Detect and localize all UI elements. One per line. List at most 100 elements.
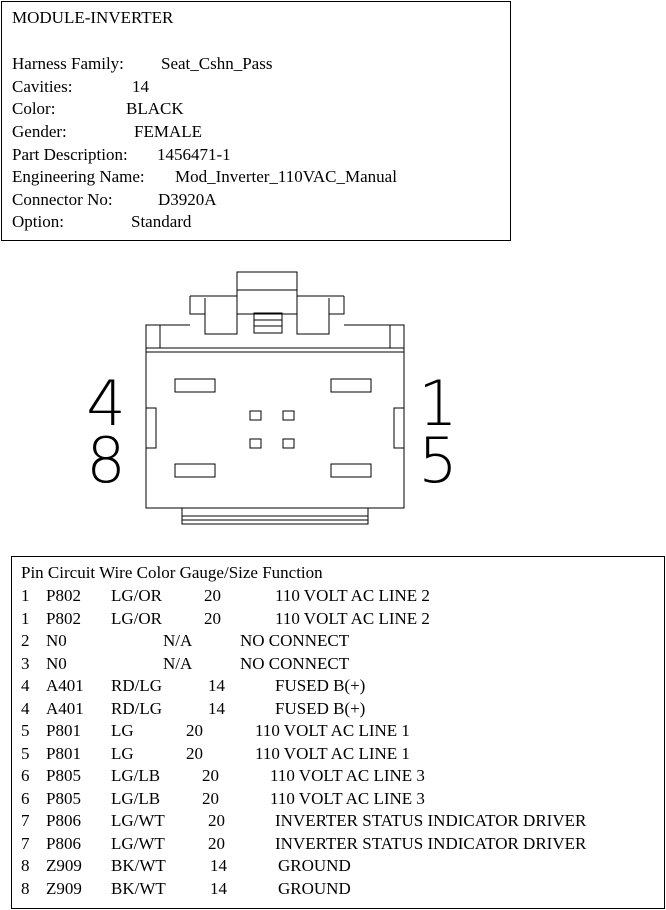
function-cell: FUSED B(+) [275,676,366,695]
info-row-harness-family: Harness Family: Seat_Cshn_Pass [12,54,272,74]
pin-cell: 8 [21,856,30,875]
wire-color-cell: LG [111,743,134,763]
connector-title: MODULE-INVERTER [12,8,174,27]
info-label: Option: [12,212,64,231]
wire-color-cell: LG/WT [111,833,165,853]
gauge-cell: 14 [208,676,225,695]
gauge-cell: 20 [208,833,225,853]
table-row: 1 P802 LG/OR 20 110 VOLT AC LINE 2 [12,586,664,608]
wire-color-cell: LG/WT [111,811,165,830]
info-value: 1456471-1 [157,145,231,164]
gauge-cell: 14 [208,698,225,718]
circuit-cell: P802 [46,586,81,605]
function-cell: INVERTER STATUS INDICATOR DRIVER [275,811,587,830]
circuit-cell: P802 [46,608,81,628]
gauge-cell: 20 [204,586,221,605]
function-cell: INVERTER STATUS INDICATOR DRIVER [275,833,587,853]
table-row: 4 A401 RD/LG 14 FUSED B(+) [12,699,664,721]
wire-color-cell: LG/OR [111,608,162,628]
info-value: BLACK [126,99,184,118]
circuit-cell: Z909 [46,878,82,898]
gauge-cell: 20 [208,811,225,830]
wire-color-cell: RD/LG [111,676,162,695]
circuit-cell: A401 [46,676,84,695]
circuit-cell: P805 [46,788,81,808]
pin-cell: 7 [21,833,30,853]
info-row-color: Color: BLACK [12,99,184,119]
info-row-cavities: Cavities: 14 [12,77,149,97]
info-row-gender: Gender: FEMALE [12,122,202,142]
info-row-connector-no: Connector No: D3920A [12,190,217,210]
wire-color-cell: LG [111,721,134,740]
info-value: Mod_Inverter_110VAC_Manual [175,167,397,186]
circuit-cell: N0 [46,631,67,650]
circuit-cell: A401 [46,698,84,718]
pin-cell: 6 [21,788,30,808]
function-cell: FUSED B(+) [275,698,366,718]
info-label: Color: [12,99,56,118]
info-label: Gender: [12,122,67,141]
pin-label-8: 8 [86,424,125,497]
table-row: 5 P801 LG 20 110 VOLT AC LINE 1 [12,744,664,766]
gauge-cell: 20 [202,788,219,808]
function-cell: 110 VOLT AC LINE 2 [275,608,430,628]
info-value: D3920A [158,190,217,209]
wire-color-cell: BK/WT [111,856,166,875]
function-cell: 110 VOLT AC LINE 3 [270,766,425,785]
pin-cell: 1 [21,608,30,628]
function-cell: NO CONNECT [240,653,350,673]
gauge-cell: 20 [204,608,221,628]
wire-color-cell: LG/LB [111,788,161,808]
info-row-option: Option: Standard [12,212,191,232]
wire-color-cell: RD/LG [111,698,162,718]
table-row: 7 P806 LG/WT 20 INVERTER STATUS INDICATOR DR… [12,834,664,856]
function-cell: GROUND [278,856,351,875]
table-row: 6 P805 LG/LB 20 110 VOLT AC LINE 3 [12,789,664,811]
circuit-cell: P806 [46,833,81,853]
table-row: 1 P802 LG/OR 20 110 VOLT AC LINE 2 [12,609,664,631]
info-label: Connector No: [12,190,113,209]
pin-cell: 4 [21,698,30,718]
info-label: Engineering Name: [12,167,145,186]
circuit-cell: Z909 [46,856,82,875]
wire-color-cell: LG/LB [111,766,161,785]
connector-body [145,271,405,525]
gauge-cell: 20 [186,743,203,763]
pin-cell: 5 [21,743,30,763]
pin-cell: 6 [21,766,30,785]
pin-label-5: 5 [418,424,457,497]
info-value: 14 [132,77,149,96]
gauge-cell: 14 [210,878,227,898]
function-cell: NO CONNECT [240,631,350,650]
info-value: Seat_Cshn_Pass [161,54,273,73]
wire-color-cell: LG/OR [111,586,162,605]
function-cell: 110 VOLT AC LINE 1 [255,743,410,763]
function-cell: 110 VOLT AC LINE 3 [270,788,425,808]
pin-cell: 2 [21,631,30,650]
function-cell: GROUND [278,878,351,898]
gauge-cell: 14 [210,856,227,875]
pin-cell: 3 [21,653,30,673]
gauge-cell: 20 [186,721,203,740]
function-cell: 110 VOLT AC LINE 2 [275,586,430,605]
connector-face-diagram: 4 8 1 5 [86,271,458,525]
pinout-table: Pin Circuit Wire Color Gauge/Size Functi… [11,556,665,909]
wire-color-cell: N/A [163,631,193,650]
circuit-cell: P801 [46,743,81,763]
gauge-cell: 20 [202,766,219,785]
pinout-table-header: Pin Circuit Wire Color Gauge/Size Functi… [21,563,323,582]
connector-info-box: MODULE-INVERTER Harness Family: Seat_Csh… [1,1,511,241]
wire-color-cell: N/A [163,653,193,673]
info-value: Standard [131,212,192,231]
pin-cell: 7 [21,811,30,830]
circuit-cell: P806 [46,811,81,830]
function-cell: 110 VOLT AC LINE 1 [255,721,410,740]
pin-cell: 8 [21,878,30,898]
info-label: Harness Family: [12,54,124,73]
circuit-cell: P801 [46,721,81,740]
pin-cell: 1 [21,586,30,605]
